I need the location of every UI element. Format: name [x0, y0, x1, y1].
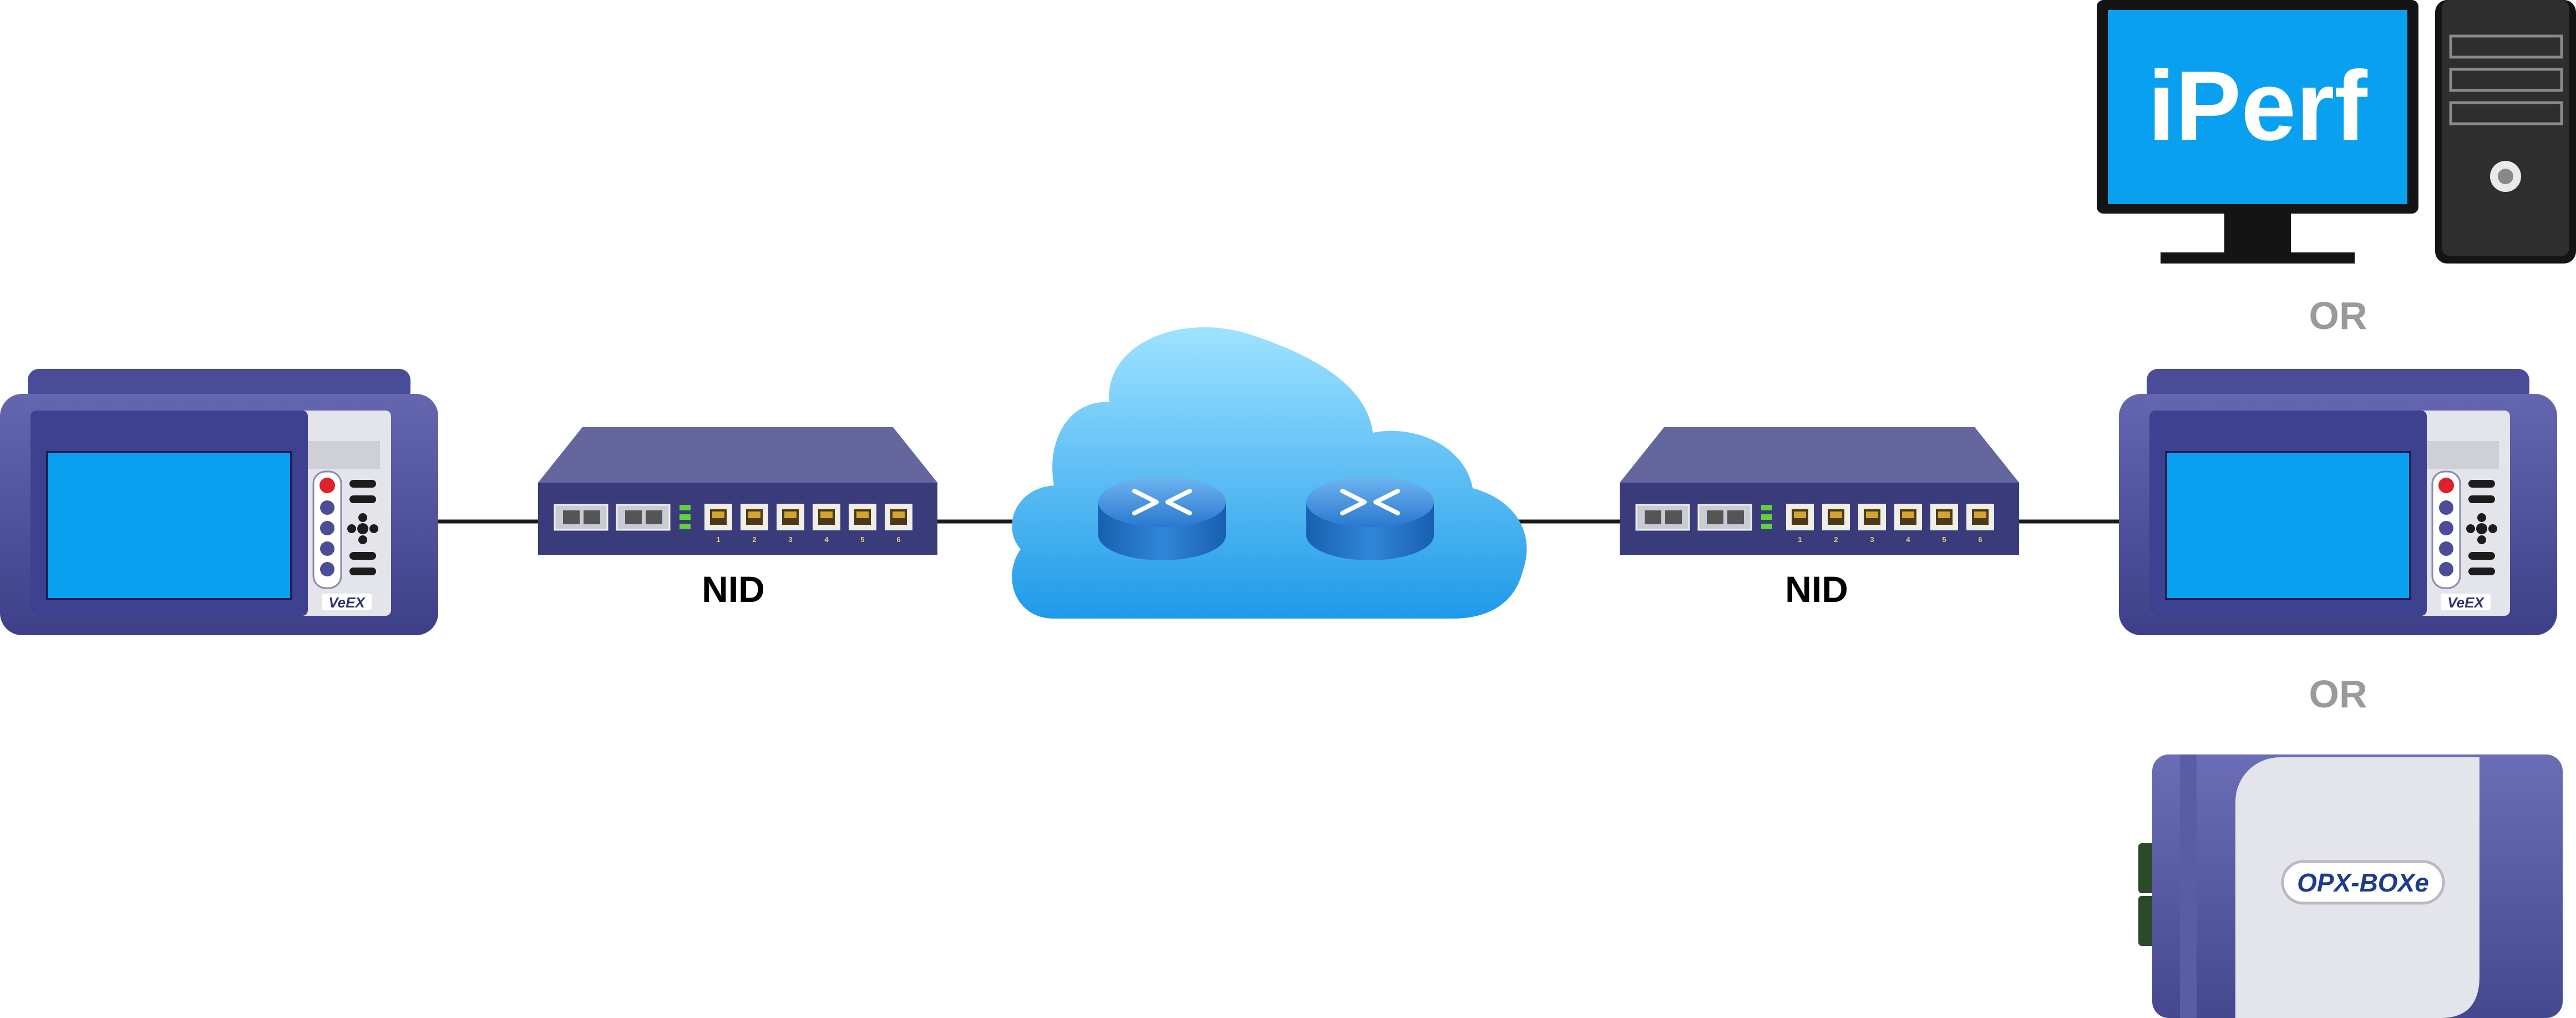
nid-right-port-2: 2 [1834, 535, 1838, 544]
right-tester-icon: VeEX [2119, 369, 2557, 635]
nid-right-label: NID [1785, 569, 1848, 610]
router-right-icon [1306, 477, 1434, 560]
opx-box-label: OPX-BOXe [2297, 868, 2429, 897]
nid-left-port-4: 4 [824, 535, 829, 544]
nid-left-port-2: 2 [752, 535, 756, 544]
or-label-bottom: OR [2309, 672, 2367, 716]
nid-right-port-4: 4 [1906, 535, 1910, 544]
left-tester-brand: VeEX [328, 594, 366, 611]
opx-box-device-icon [2138, 754, 2563, 1018]
left-tester-icon: VeEX [0, 369, 438, 635]
cloud-icon [1012, 327, 1527, 619]
nid-left-port-6: 6 [896, 535, 900, 544]
nid-right-port-6: 6 [1978, 535, 1982, 544]
nid-right-port-3: 3 [1870, 535, 1874, 544]
desktop-computer-icon [2097, 0, 2576, 264]
nid-left-icon: 1 2 3 4 5 6 [538, 427, 937, 555]
right-tester-brand: VeEX [2447, 594, 2484, 611]
nid-right-icon: 1 2 3 4 5 6 [1620, 427, 2019, 555]
or-label-top: OR [2309, 294, 2367, 337]
router-left-icon [1098, 477, 1226, 560]
nid-right-port-5: 5 [1942, 535, 1946, 544]
iperf-label: iPerf [2148, 50, 2367, 161]
nid-left-label: NID [702, 569, 765, 610]
nid-left-port-5: 5 [860, 535, 864, 544]
nid-left-port-1: 1 [716, 535, 720, 544]
nid-left-port-3: 3 [788, 535, 792, 544]
nid-right-port-1: 1 [1798, 535, 1802, 544]
